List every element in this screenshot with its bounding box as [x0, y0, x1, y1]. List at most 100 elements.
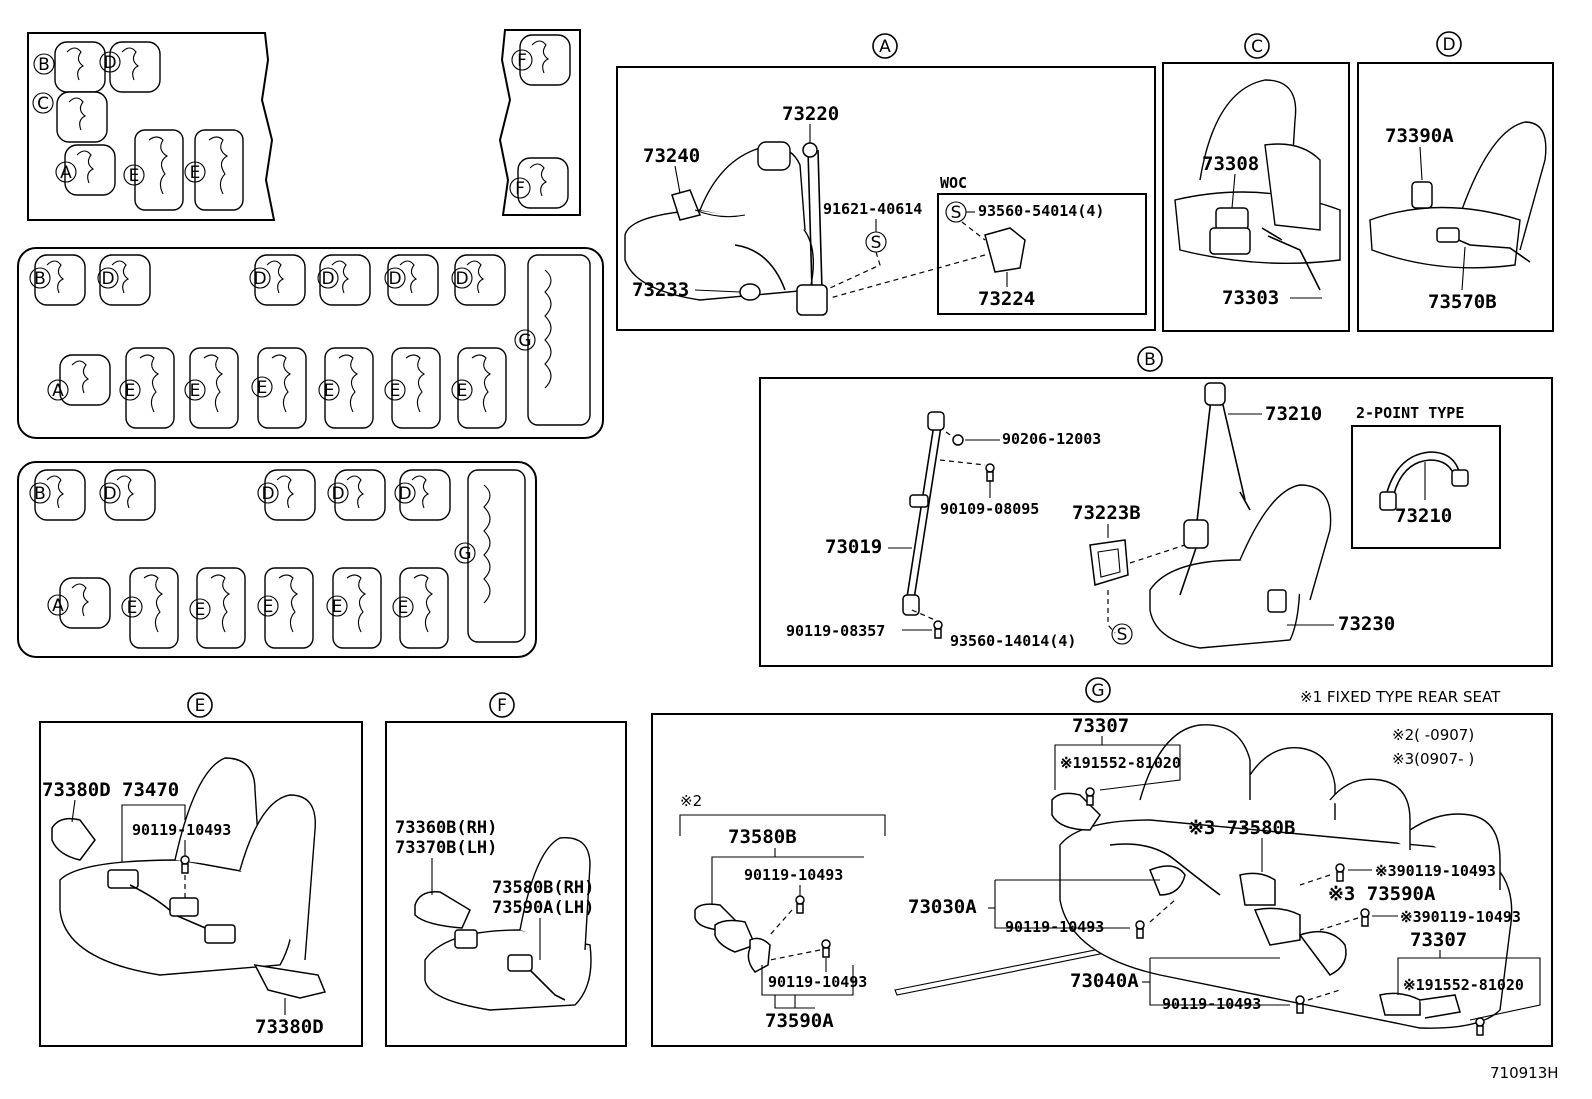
f-part-73580b-rh: 73580B(RH) [492, 878, 594, 898]
section-e-title: E [195, 696, 206, 716]
a-woc-seat-symbol: S [951, 203, 962, 223]
g-left-part-73590a: 73590A [765, 1010, 834, 1032]
b-seat-symbol: S [1117, 625, 1128, 645]
e-part-73470: 73470 [122, 779, 179, 801]
diagram-id: 710913H [1490, 1064, 1559, 1082]
layout3-letter-e2: E [190, 381, 201, 401]
c-part-73308: 73308 [1202, 153, 1259, 175]
b-part-90119-08357: 90119-08357 [786, 622, 885, 640]
section-c: C 73308 73303 [1162, 33, 1350, 332]
a-part-93560-54014: 93560-54014(4) [978, 202, 1104, 220]
layout3-letter-b: B [34, 269, 46, 289]
g-part-73590a-star3: ※3 73590A [1328, 883, 1436, 905]
d-part-73570b: 73570B [1428, 291, 1497, 313]
a-part-73220: 73220 [782, 103, 839, 125]
g-left-part-90119-10493-b: 90119-10493 [768, 973, 867, 991]
f-part-73370b-lh: 73370B(LH) [395, 838, 497, 858]
section-g: G ※1 FIXED TYPE REAR SEAT ※2( -0907) ※3(… [651, 677, 1553, 1047]
g-part-73307-top: 73307 [1072, 715, 1129, 737]
layout4-letter-a: A [52, 596, 64, 616]
layout3-letter-d5: D [455, 269, 468, 289]
section-d-title: D [1442, 35, 1455, 55]
layout3-letter-e6: E [457, 381, 468, 401]
g-part-90119-10493-mid: 90119-10493 [1005, 918, 1104, 936]
b-part-90206-12003: 90206-12003 [1002, 430, 1101, 448]
layout1-letter-e2: E [190, 163, 201, 183]
layout4-letter-d4: D [398, 484, 411, 504]
legend-note-3: ※3(0907- ) [1392, 750, 1474, 768]
layout3-letter-e1: E [125, 381, 136, 401]
layout-van-front: B D C A E E [27, 32, 276, 221]
section-e: E 73380D 73470 90119-10493 73380D [39, 692, 363, 1047]
section-a-title: A [879, 37, 891, 57]
b-part-73223b: 73223B [1072, 502, 1141, 524]
layout4-letter-d1: D [103, 484, 116, 504]
a-woc-label: WOC [940, 174, 967, 192]
section-a: A 73220 73240 91621-40614 S 73233 WOC S … [616, 33, 1156, 331]
a-part-73233: 73233 [632, 279, 689, 301]
f-part-73360b-rh: 73360B(RH) [395, 818, 497, 838]
a-part-73240: 73240 [643, 145, 700, 167]
layout-van-rear-fragment: F F [498, 29, 581, 216]
g-part-191552-81020-bottom: ※191552-81020 [1403, 976, 1524, 994]
g-part-90119-10493-bottom: 90119-10493 [1162, 995, 1261, 1013]
layout-bus-long: B D D D D D G A E E E E E E [17, 247, 604, 439]
layout1-letter-e1: E [129, 166, 140, 186]
d-part-73390a: 73390A [1385, 125, 1454, 147]
a-part-73224: 73224 [978, 288, 1035, 310]
a-seat-symbol: S [871, 233, 882, 253]
layout3-letter-e4: E [324, 381, 335, 401]
layout1-letter-b: B [38, 55, 50, 75]
layout4-letter-e2: E [195, 600, 206, 620]
layout-bus-short: B D D D D G A E E E E E [17, 461, 537, 658]
b-part-73019: 73019 [825, 536, 882, 558]
section-f: F 73360B(RH) 73370B(LH) 73580B(RH) 73590… [385, 692, 627, 1047]
g-part-191552-81020-top: ※191552-81020 [1060, 754, 1181, 772]
f-part-73590a-lh: 73590A(LH) [492, 898, 594, 918]
e-part-73380d-bottom: 73380D [255, 1016, 324, 1038]
g-part-73307-bottom: 73307 [1410, 929, 1467, 951]
layout3-letter-d3: D [321, 269, 334, 289]
layout4-letter-b: B [34, 484, 46, 504]
layout4-letter-e3: E [263, 597, 274, 617]
layout3-letter-d2: D [253, 269, 266, 289]
b-part-93560-14014: 93560-14014(4) [950, 632, 1076, 650]
section-d: D 73390A 73570B [1357, 31, 1554, 332]
g-left-part-90119-10493-a: 90119-10493 [744, 866, 843, 884]
g-part-73040a: 73040A [1070, 970, 1139, 992]
section-b: B 90206-12003 90109-08095 73019 90119-08… [759, 346, 1553, 667]
layout4-letter-e5: E [398, 598, 409, 618]
layout2-letter-f1: F [517, 51, 527, 71]
e-part-73380d-top: 73380D [42, 779, 111, 801]
layout3-letter-a: A [52, 381, 64, 401]
g-note-mark: ※2 [680, 792, 702, 810]
layout3-letter-d1: D [101, 269, 114, 289]
layout1-letter-a: A [60, 163, 72, 183]
g-part-73030a: 73030A [908, 896, 977, 918]
layout4-letter-g: G [458, 544, 471, 564]
g-left-part-73580b: 73580B [728, 826, 797, 848]
g-part-90119-10493-star3-a: ※390119-10493 [1375, 862, 1496, 880]
e-part-90119-10493: 90119-10493 [132, 821, 231, 839]
layout3-letter-e3: E [257, 378, 268, 398]
b-part-73230: 73230 [1338, 613, 1395, 635]
legend-note-1: ※1 FIXED TYPE REAR SEAT [1300, 688, 1501, 706]
layout4-letter-e4: E [332, 597, 343, 617]
layout1-letter-c: C [37, 94, 49, 114]
b-part-73210: 73210 [1265, 403, 1322, 425]
g-part-73580b-star3: ※3 73580B [1188, 817, 1295, 839]
a-part-91621-40614: 91621-40614 [823, 200, 922, 218]
section-g-title: G [1091, 681, 1104, 701]
section-b-title: B [1144, 350, 1156, 370]
b-two-point-part-73210: 73210 [1395, 505, 1452, 527]
layout2-letter-f2: F [515, 179, 525, 199]
b-part-90109-08095: 90109-08095 [940, 500, 1039, 518]
layout4-letter-d3: D [331, 484, 344, 504]
layout1-letter-d: D [103, 53, 116, 73]
c-part-73303: 73303 [1222, 287, 1279, 309]
legend-note-2: ※2( -0907) [1392, 726, 1474, 744]
section-c-title: C [1251, 37, 1263, 57]
layout3-letter-e5: E [390, 381, 401, 401]
layout4-letter-d2: D [261, 484, 274, 504]
